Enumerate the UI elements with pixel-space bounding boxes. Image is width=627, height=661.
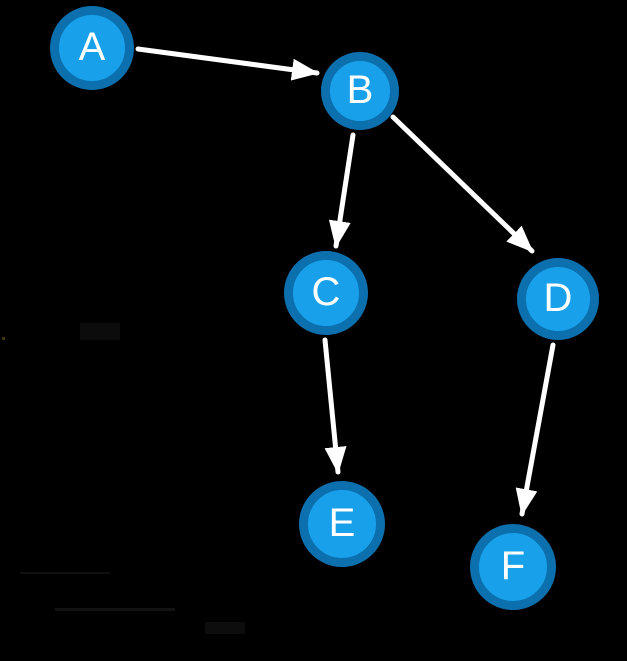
edge-arrow-B-to-D bbox=[390, 114, 535, 254]
edge-arrow-A-to-B bbox=[135, 46, 320, 81]
graph-node-D[interactable]: D bbox=[517, 258, 599, 340]
node-label: B bbox=[346, 68, 374, 112]
background-artifact bbox=[80, 323, 120, 340]
background-artifact bbox=[55, 608, 175, 611]
background-artifact bbox=[205, 622, 245, 634]
graph-node-F[interactable]: F bbox=[470, 524, 556, 610]
graph-node-C[interactable]: C bbox=[284, 251, 368, 335]
graph-node-B[interactable]: B bbox=[321, 52, 399, 130]
background-artifact bbox=[2, 337, 5, 340]
graph-node-A[interactable]: A bbox=[50, 6, 134, 90]
node-label: D bbox=[543, 276, 573, 320]
node-label: A bbox=[78, 25, 106, 69]
edge-arrow-C-to-E bbox=[322, 337, 347, 475]
node-label: C bbox=[311, 270, 341, 314]
graph-node-E[interactable]: E bbox=[299, 481, 385, 567]
background-artifact bbox=[20, 572, 110, 574]
node-label: F bbox=[500, 544, 526, 588]
node-label: E bbox=[328, 501, 356, 545]
edge-arrow-D-to-F bbox=[515, 342, 556, 517]
edge-arrow-B-to-C bbox=[328, 132, 356, 249]
